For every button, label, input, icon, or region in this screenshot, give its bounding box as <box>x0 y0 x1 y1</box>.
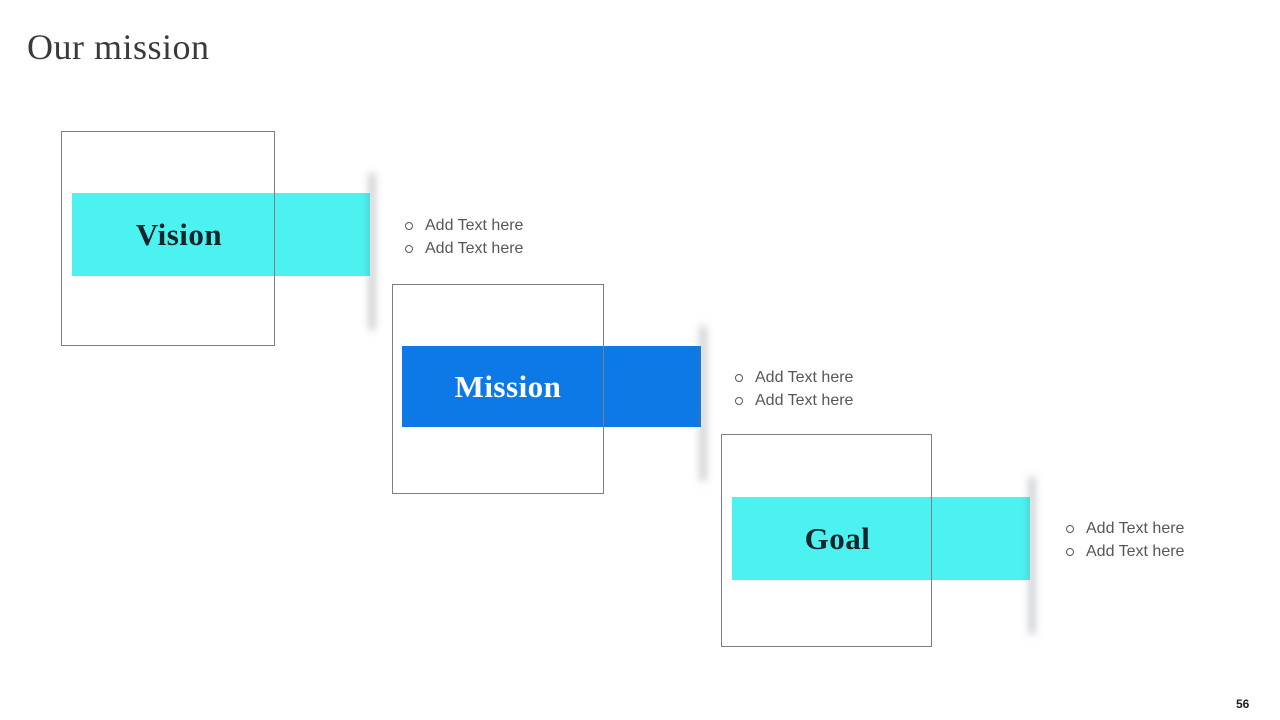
circle-bullet-icon <box>405 221 413 230</box>
vision-banner <box>72 193 370 276</box>
slide-title: Our mission <box>27 27 210 67</box>
vision-outline-square <box>61 131 275 346</box>
list-item[interactable]: Add Text here <box>1066 517 1184 540</box>
placeholder-text: Add Text here <box>1086 519 1185 537</box>
mission-bullet-list: Add Text here Add Text here <box>735 366 853 412</box>
placeholder-text: Add Text here <box>425 239 524 257</box>
goal-label: Goal <box>804 520 871 556</box>
circle-bullet-icon <box>735 373 743 382</box>
list-item[interactable]: Add Text here <box>1066 540 1184 563</box>
circle-bullet-icon <box>735 396 743 405</box>
goal-outline-square <box>721 434 932 647</box>
placeholder-text: Add Text here <box>425 216 524 234</box>
placeholder-text: Add Text here <box>1086 542 1185 560</box>
list-item[interactable]: Add Text here <box>405 214 523 237</box>
placeholder-text: Add Text here <box>755 368 854 386</box>
circle-bullet-icon <box>1066 547 1074 556</box>
mission-banner <box>402 346 701 427</box>
list-item[interactable]: Add Text here <box>735 366 853 389</box>
list-item[interactable]: Add Text here <box>735 389 853 412</box>
placeholder-text: Add Text here <box>755 391 854 409</box>
vision-label: Vision <box>135 216 223 252</box>
circle-bullet-icon <box>405 244 413 253</box>
list-item[interactable]: Add Text here <box>405 237 523 260</box>
mission-outline-square <box>392 284 604 494</box>
goal-bullet-list: Add Text here Add Text here <box>1066 517 1184 563</box>
mission-label: Mission <box>454 368 562 404</box>
page-number: 56 <box>1236 697 1250 711</box>
circle-bullet-icon <box>1066 524 1074 533</box>
vision-bullet-list: Add Text here Add Text here <box>405 214 523 260</box>
goal-banner <box>732 497 1030 580</box>
